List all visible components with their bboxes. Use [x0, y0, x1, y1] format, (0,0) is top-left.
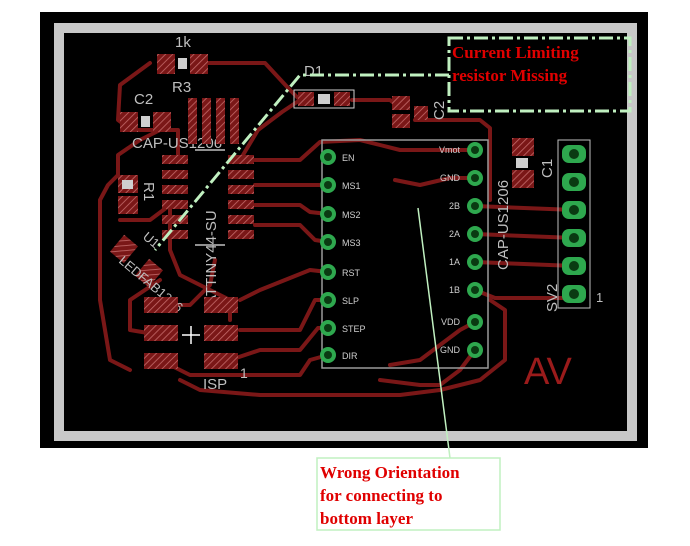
trace-layer — [98, 61, 577, 397]
driver-pin-label: GND — [440, 173, 461, 183]
callout-box-orientation — [316, 457, 501, 531]
c2-left-label: C2 — [134, 91, 153, 108]
driver-pin-label: 2B — [449, 201, 460, 211]
led — [110, 234, 163, 288]
driver-pin-label: Vmot — [439, 145, 461, 155]
driver-pin-label: MS3 — [342, 238, 361, 248]
r1-label: R1 — [140, 182, 157, 201]
annotation-orientation-line2: for connecting to — [320, 486, 442, 505]
driver-pin-label: DIR — [342, 351, 358, 361]
r3-label: R3 — [172, 79, 191, 96]
driver-pin-label: SLP — [342, 296, 359, 306]
isp-label: ISP — [203, 376, 227, 393]
c1-label: C1 — [539, 159, 556, 178]
driver-pin-label: 1A — [449, 257, 460, 267]
resistor-r3 — [157, 54, 208, 74]
annotation-current-limiting-line2: resistor Missing — [452, 66, 568, 85]
driver-left-labels: EN MS1 MS2 MS3 RST SLP STEP DIR — [342, 153, 366, 361]
driver-pin-label: GND — [440, 345, 461, 355]
cap-left-label: CAP-US1206 — [132, 135, 222, 152]
annotation-current-limiting-line1: Current Limiting — [452, 43, 579, 62]
driver-pin-label: MS2 — [342, 210, 361, 220]
annotation-orientation-line3: bottom layer — [320, 509, 413, 528]
isp-header — [144, 297, 238, 369]
driver-pin-label: MS1 — [342, 181, 361, 191]
d1-label: D1 — [304, 63, 323, 80]
driver-left-vias — [320, 149, 336, 363]
capacitor-c1 — [512, 138, 534, 188]
sv2-pin1-label: 1 — [596, 290, 603, 305]
driver-pin-label: VDD — [441, 317, 461, 327]
driver-right-vias — [467, 142, 483, 358]
c2-right-label: C2 — [431, 101, 448, 120]
driver-pin-label: 2A — [449, 229, 460, 239]
capacitor-c2-right — [392, 96, 428, 128]
diode-d1 — [293, 89, 355, 109]
callout-leader-orientation — [417, 207, 451, 459]
resistor-r1 — [118, 175, 138, 214]
av-label: AV — [524, 351, 573, 393]
board-background — [40, 12, 648, 448]
driver-pin-label: 1B — [449, 285, 460, 295]
driver-pin-label: EN — [342, 153, 355, 163]
driver-pin-label: RST — [342, 268, 361, 278]
sv2-label: SV2 — [544, 284, 561, 312]
driver-right-labels: Vmot GND 2B 2A 1A 1B VDD GND — [439, 145, 461, 355]
r3-value-label: 1k — [175, 34, 191, 51]
cap-right-label: CAP-US1206 — [495, 180, 512, 270]
callout-leader-resistor — [153, 73, 449, 251]
sv2-header — [557, 139, 591, 309]
ic-label: ATTINY44-SU — [203, 210, 220, 305]
board-outline — [54, 23, 637, 441]
capacitor-c2-left — [120, 112, 171, 132]
callout-box-resistor — [447, 36, 632, 113]
isp-pin1-label: 1 — [240, 365, 248, 381]
driver-pin-label: STEP — [342, 324, 366, 334]
driver-module-outline — [321, 139, 489, 369]
annotation-orientation-line1: Wrong Orientation — [320, 463, 460, 482]
ic-attiny44 — [162, 98, 254, 246]
